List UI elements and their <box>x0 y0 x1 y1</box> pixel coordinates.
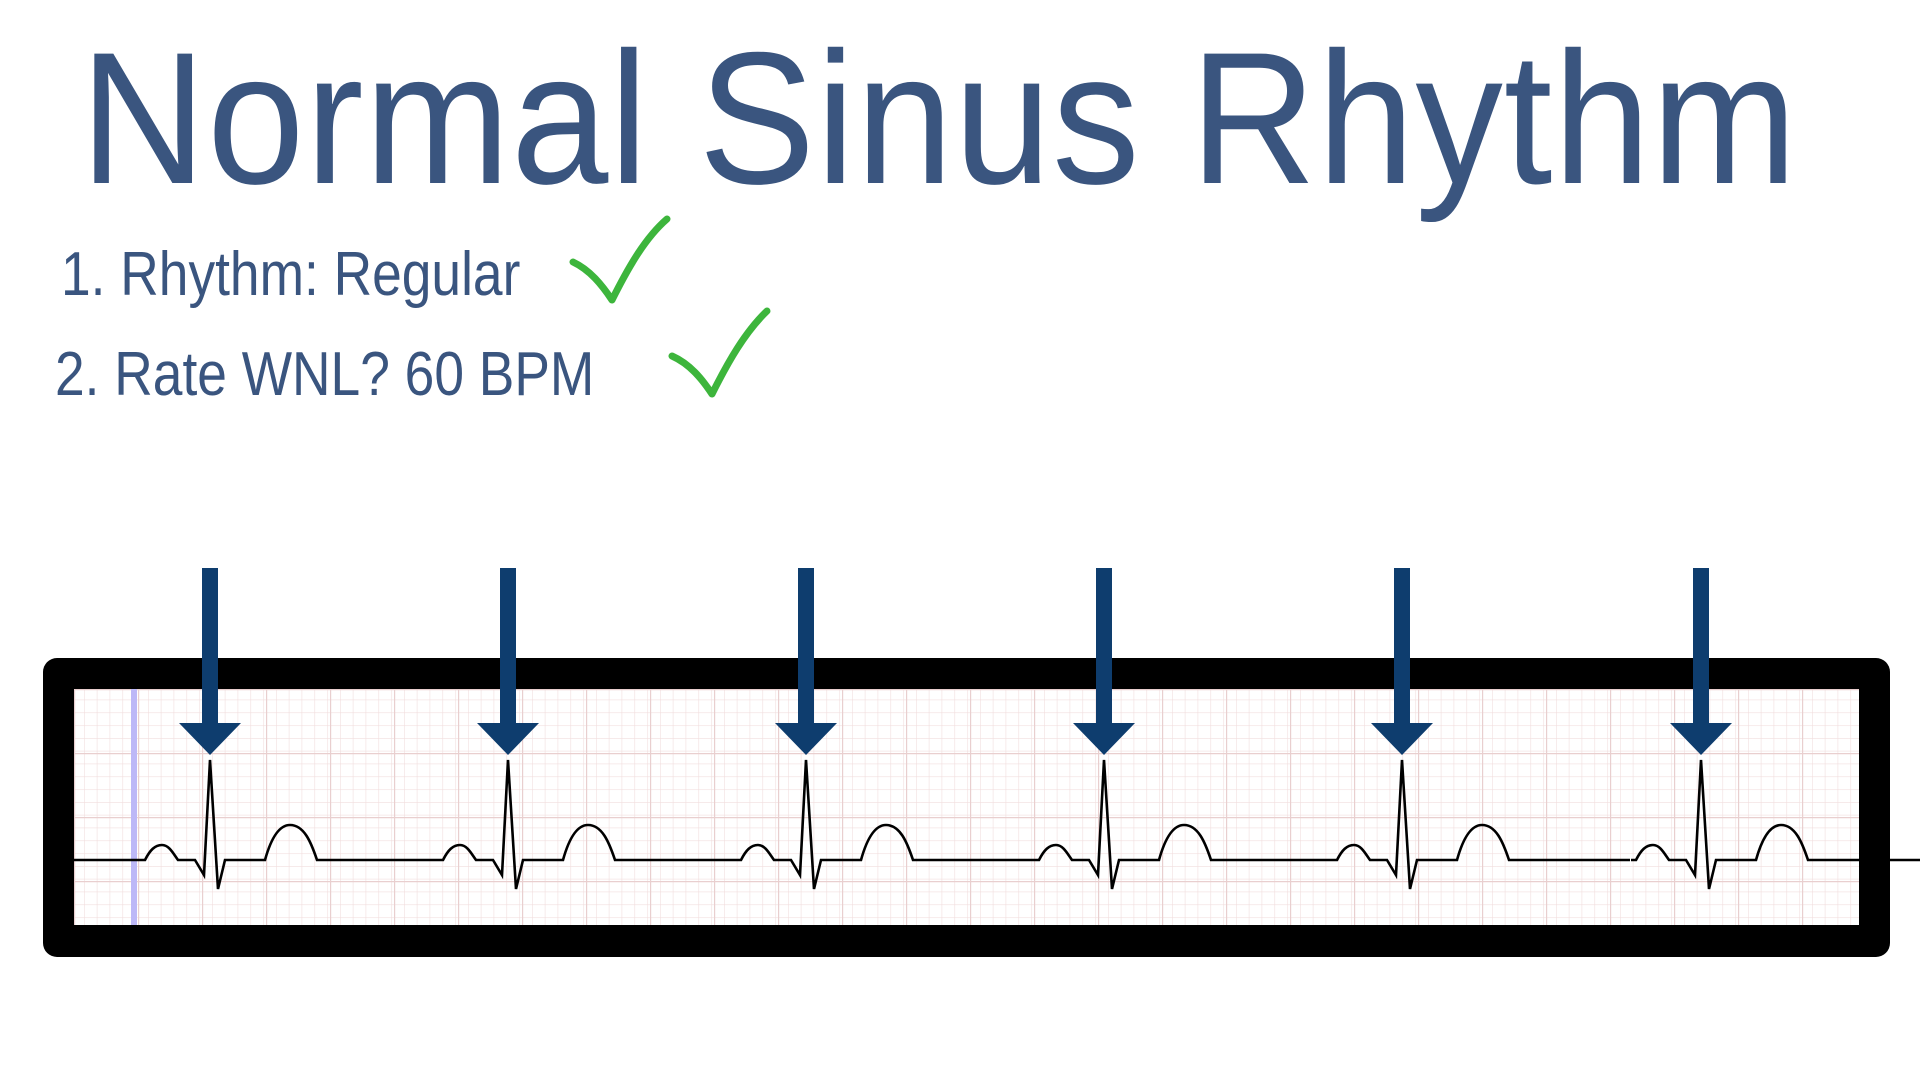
check-icon <box>668 307 771 398</box>
ecg-grid <box>74 689 1859 925</box>
ecg-trace <box>74 758 1920 891</box>
criterion-rhythm: 1. Rhythm: Regular <box>61 240 521 309</box>
check-icon <box>569 215 671 304</box>
criterion-rate: 2. Rate WNL? 60 BPM <box>55 340 595 409</box>
slide-title: Normal Sinus Rhythm <box>80 13 1799 223</box>
start-marker <box>131 689 137 925</box>
